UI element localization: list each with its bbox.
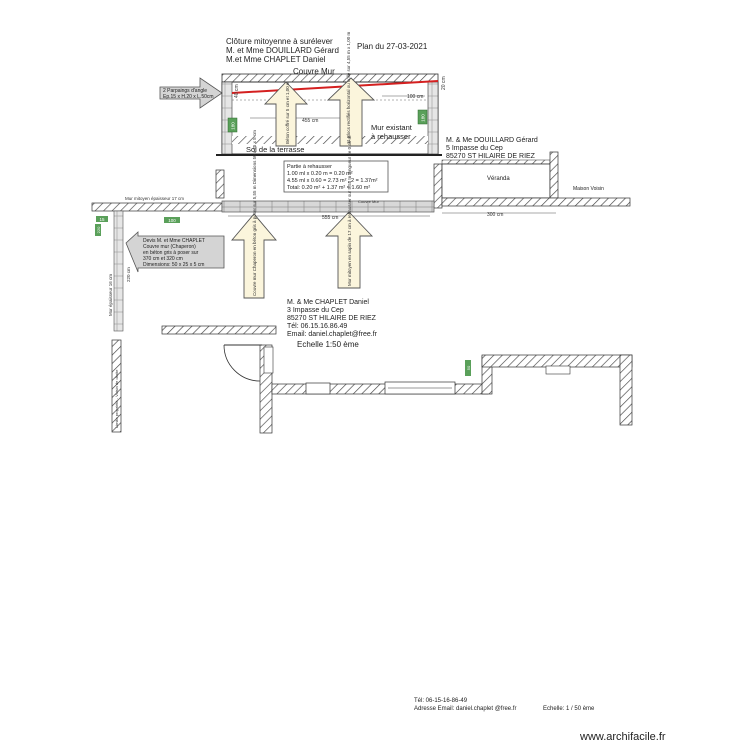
couvre-mur-small: Couvre Mur (358, 199, 380, 204)
dim-455: 455 cm (302, 118, 318, 124)
dim-300: 300 cm (487, 212, 503, 218)
douillard-line3: 85270 ST HILAIRE DE RIEZ (446, 153, 536, 160)
mur-mitoyen-label: Mur mitoyen épaisseur 17 cm (125, 196, 184, 201)
door-frame (263, 346, 274, 374)
veranda-label: Véranda (487, 176, 510, 182)
door-arc (223, 344, 261, 382)
chaplet-line2: 3 Impasse du Cep (287, 307, 344, 314)
badge-100-text: 100 (168, 218, 176, 223)
badge-15-text: 15 (99, 217, 105, 222)
surface-line3: 4.55 ml x 0.60 = 2.73 m² ; 2 = 1.37m² (287, 178, 378, 184)
maison-voisin-label: Maison Voisin (573, 186, 604, 192)
badge-220 (95, 224, 101, 236)
couvre-mur-label: Couvre Mur (293, 67, 335, 76)
badge-220-text: 220 (96, 226, 101, 233)
chaplet-line4: Tél: 06.15.16.86.49 (287, 323, 347, 330)
surface-box: Partie à rehausser 1.00 ml x 0.20 m = 0.… (283, 160, 389, 193)
lower-right-top-wall (481, 354, 633, 368)
corner-blocks-right (427, 81, 439, 155)
title-line3: M.et Mme CHAPLET Daniel (226, 55, 326, 64)
arrow-chaperon (231, 213, 277, 299)
header: Clôture mitoyenne à surélever M. et Mme … (226, 37, 428, 64)
lower-left-wall (111, 339, 122, 433)
badge-right (417, 109, 428, 125)
lower-front-wall (271, 383, 489, 395)
mitoyen-wall-plan: Mur mitoyen épaisseur 17 cm Couvre Mur 5… (91, 130, 435, 332)
arrow2-text: Mur mitoyen en sapin de 17 cm à rehausse… (347, 135, 352, 286)
devis-line5: Dimensions: 50 x 25 x 5 cm (143, 262, 204, 268)
douillard-line2: 5 Impasse du Cep (446, 145, 503, 152)
dim-vertical: 220 cm (126, 267, 131, 282)
plan-date: Plan du 27-03-2021 (357, 42, 428, 51)
parpaing-callout (159, 77, 223, 109)
raise-line (231, 80, 439, 94)
couvre-mur-plan (221, 200, 435, 213)
arrow-mid-text: Béton coffré sur 5 cm et 1,00 m (285, 81, 290, 144)
devis-line1: Devis M. et Mme CHAPLET (143, 238, 205, 244)
title-line1: Clôture mitoyenne à surélever (226, 37, 333, 46)
footer-email: Adresse Email: daniel.chaplet @free.fr (414, 706, 516, 712)
parpaing-line2: Ep.15 x H.20 x L.50cm (163, 94, 214, 100)
window-3 (545, 365, 571, 375)
footer: Tél: 06-15-16-86-49 Adresse Email: danie… (414, 698, 666, 743)
scale-label: Echelle 1:50 ème (297, 340, 359, 349)
badge-lower-text: 50 (466, 365, 471, 370)
devis-line3: en béton gris à poser sur (143, 250, 199, 256)
watermark: www.archifacile.fr (579, 731, 666, 743)
surface-line2: 1.00 ml x 0.20 m = 0.20 m² (287, 171, 353, 177)
ground-hatch (232, 136, 428, 144)
dim-100: 100 cm (407, 94, 423, 100)
chaplet-line3: 85270 ST HILAIRE DE RIEZ (287, 315, 377, 322)
badge-15 (96, 216, 108, 222)
lower-side-text: Limite propriété - Voisin de droite (114, 369, 119, 428)
badge-lower (465, 360, 471, 376)
devis-line2: Couvre mur (Chaperon) (143, 244, 196, 250)
veranda-top-wall (441, 159, 551, 165)
footer-scale: Echelle: 1 / 50 ème (543, 706, 595, 712)
wall-post-left (215, 169, 225, 199)
mur-epaisseur: Mur épaisseur 16 cm (108, 274, 113, 316)
arrow-right-text: 11 Blocs rectifiés horizontal ou collé s… (346, 32, 351, 144)
arrow-beton-coffre (263, 81, 309, 147)
lower-right-wall (619, 354, 633, 426)
surface-line4: Total: 0.20 m² + 1.37 m² = 1.60 m² (287, 185, 370, 191)
badge-100 (164, 217, 180, 223)
elevation-view: Couvre Mur Sol de la terrasse Mur exista… (159, 32, 447, 156)
badge-right-text: 180 (421, 114, 426, 122)
badge-left (227, 117, 238, 133)
sol-terrasse-label: Sol de la terrasse (246, 145, 304, 154)
chaplet-line5: Email: daniel.chaplet@free.fr (287, 331, 378, 338)
surface-line1: Partie à rehausser (287, 164, 332, 170)
badge-left-text: 180 (231, 122, 236, 130)
veranda-right-wall (549, 151, 559, 199)
voisin-wall (441, 197, 631, 207)
footer-tel: Tél: 06-15-16-86-49 (414, 698, 468, 704)
arrow-rehausser (324, 211, 374, 289)
mitoyen-wall-left (91, 202, 223, 212)
surface-box-frame (283, 160, 389, 193)
lower-floor-plan: Limite propriété - Voisin de droite 50 (111, 325, 633, 434)
dim-20: 20 cm (441, 76, 447, 90)
dim-555: 555 cm (322, 215, 338, 221)
douillard-line1: M. & Me DOUILLARD Gérard (446, 137, 538, 144)
window-1 (305, 382, 331, 395)
veranda-room (441, 163, 551, 199)
devis-line4: 370 cm et 320 cm (143, 256, 183, 262)
chaplet-info: M. & Me CHAPLET Daniel 3 Impasse du Cep … (287, 299, 378, 349)
dim-40: 40 cm (234, 84, 240, 98)
arrow1-text: Couvre mur Chaperon en béton gris à pose… (252, 130, 257, 296)
lower-top-wall (161, 325, 277, 335)
devis-callout (125, 231, 225, 273)
arrow-blocs-rectifies (326, 77, 376, 147)
mur-existant-line2: à rehausser (371, 132, 411, 141)
chaplet-line1: M. & Me CHAPLET Daniel (287, 299, 369, 306)
douillard-area: M. & Me DOUILLARD Gérard 5 Impasse du Ce… (215, 137, 631, 218)
title-line2: M. et Mme DOUILLARD Gérard (226, 46, 339, 55)
wall-post-right (433, 163, 443, 209)
vertical-wall (113, 210, 124, 332)
mur-existant-line1: Mur existant (371, 123, 413, 132)
parpaing-line1: 2 Parpaings d'angle (163, 88, 207, 94)
